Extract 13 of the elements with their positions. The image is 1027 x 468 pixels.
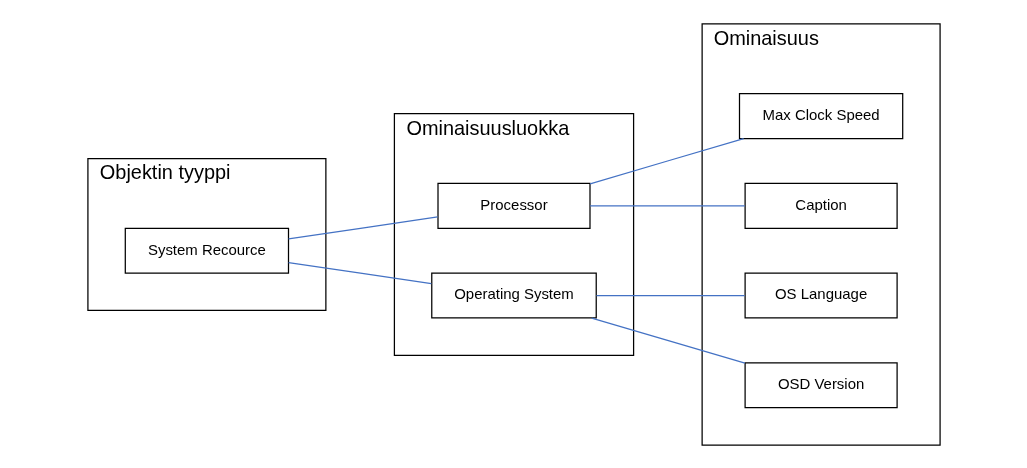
node-box: Operating System [430,272,597,319]
connector [595,294,745,296]
node-box: Caption [744,182,898,229]
connector [589,137,744,184]
node-box: Processor [436,182,591,229]
connector [287,215,438,239]
node-box: OSD Version [744,361,898,408]
connector [287,261,432,284]
node-box: System Recource [124,227,289,274]
connector [590,316,746,364]
node-box: OS Language [744,272,898,319]
node-box: Max Clock Speed [738,92,903,139]
connector [589,204,745,206]
